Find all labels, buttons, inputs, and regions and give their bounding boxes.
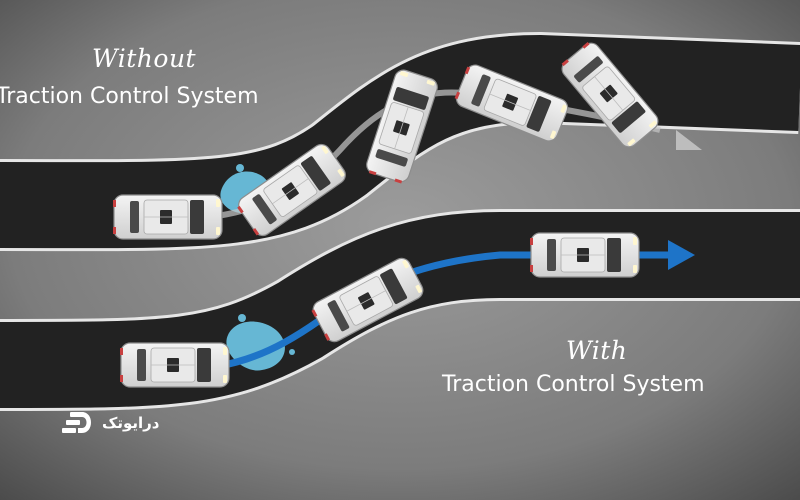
with-subtitle: Traction Control System: [442, 372, 705, 397]
car-icon: [112, 194, 223, 240]
watermark-logo: درایوتک: [62, 410, 160, 436]
logo-icon: [62, 412, 91, 433]
without-subtitle: Traction Control System: [0, 84, 259, 109]
car-icon: [119, 342, 230, 388]
arrow-right-icon: [676, 130, 702, 150]
arrow-right-icon: [668, 240, 695, 270]
watermark-text: درایوتک: [102, 414, 160, 432]
without-label: Without: [92, 44, 197, 73]
car-icon: [529, 232, 640, 278]
with-label: With: [566, 336, 628, 365]
